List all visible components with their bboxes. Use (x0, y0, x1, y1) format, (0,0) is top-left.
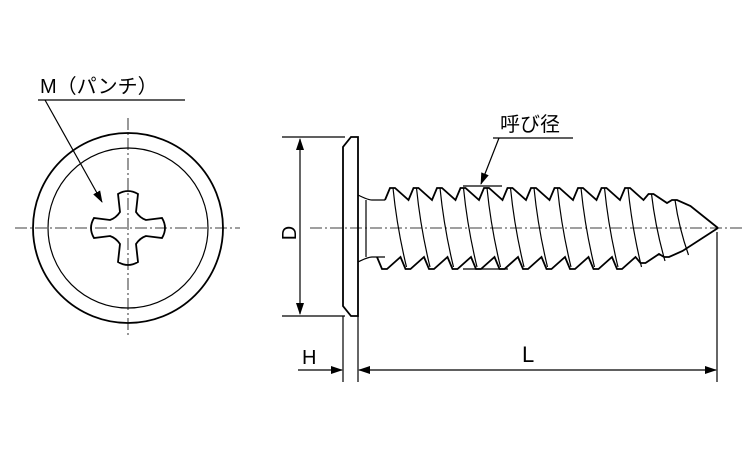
recess-leader (44, 99, 103, 203)
dimensions: D H L 呼び径 (279, 113, 718, 382)
head-inner-circle (47, 147, 209, 309)
threads (376, 187, 719, 270)
thread-helix (415, 187, 431, 268)
thread-helix (486, 187, 502, 268)
thread-helix (603, 187, 619, 268)
thread-helix (509, 187, 525, 268)
thread-helix (650, 193, 666, 262)
h-label: H (302, 347, 316, 369)
l-label: L (522, 342, 534, 367)
thread-helix (462, 187, 478, 268)
head-outer-circle (32, 132, 224, 324)
thread-helix (580, 187, 596, 268)
nominal-dia-leader (480, 137, 500, 185)
head-top-view: M（パンチ） (15, 75, 240, 338)
d-label: D (279, 226, 301, 240)
thread-bottom-profile (376, 227, 719, 270)
thread-helix (627, 187, 643, 268)
head-flange (342, 136, 359, 317)
screw-side-view (310, 136, 745, 317)
thread-helix (439, 187, 455, 268)
thread-helix (533, 187, 549, 268)
thread-helix (556, 187, 572, 268)
thread-helix (392, 187, 408, 268)
thread-helix (674, 199, 690, 256)
neck (357, 194, 385, 263)
thread-top-profile (384, 187, 719, 229)
nominal-diameter-label: 呼び径 (500, 113, 560, 136)
phillips-recess-icon (90, 190, 166, 266)
recess-label: M（パンチ） (40, 75, 158, 98)
